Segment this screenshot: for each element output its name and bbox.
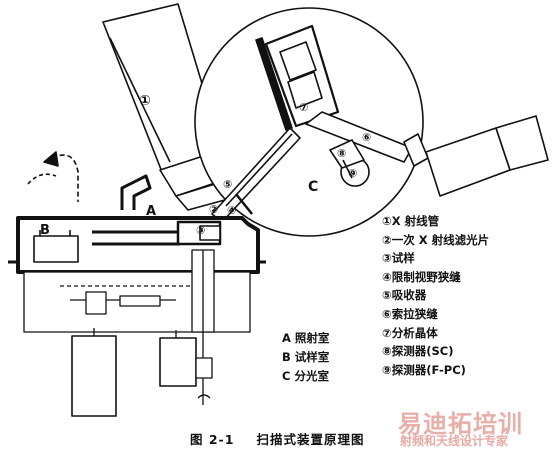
rotation-arrow <box>27 151 79 202</box>
legend-item: ⑤吸收器 <box>382 288 427 303</box>
label-soller: ⑥ <box>362 131 372 144</box>
fpc-detector <box>329 139 370 187</box>
chamber-legend: A 照射室 B 试样室 C 分光室 <box>282 329 329 386</box>
label-room-c: C <box>308 179 319 195</box>
label-room-b: B <box>40 223 50 238</box>
figure-caption: 图 2-1 扫描式装置原理图 <box>190 429 386 448</box>
label-sample: ③ <box>196 224 206 237</box>
figure-title: 扫描式装置原理图 <box>256 432 365 447</box>
legend-item: ③试样 <box>382 251 415 266</box>
label-tube: ① <box>139 93 151 109</box>
watermark-tagline: 射频和天线设计专家 <box>400 434 509 448</box>
irradiation-chamber <box>120 174 253 215</box>
legend-item: ⑨探测器(F-PC) <box>382 362 466 377</box>
label-det-fpc: ⑨ <box>348 167 358 180</box>
label-room-a: A <box>146 204 157 219</box>
legend-item: ⑧探测器(SC) <box>382 344 454 359</box>
chamber-item: B 试样室 <box>282 350 330 364</box>
legend-item: ⑥索拉狭缝 <box>382 306 438 321</box>
label-crystal: ⑦ <box>299 101 309 114</box>
label-filter: ② <box>209 203 219 216</box>
analyzing-crystal <box>255 24 340 131</box>
component-legend: ①X 射线管 ②一次 X 射线滤光片 ③试样 ④限制视野狭缝 ⑤吸收器 ⑥索拉狭… <box>382 212 489 379</box>
sc-detector-arm <box>305 111 549 197</box>
legend-item: ①X 射线管 <box>382 214 440 228</box>
label-slit: ④ <box>227 204 237 217</box>
legend-item: ⑦分析晶体 <box>382 325 438 340</box>
legend-item: ④限制视野狭缝 <box>382 269 461 284</box>
label-det-sc: ⑧ <box>337 147 347 160</box>
chamber-item: A 照射室 <box>282 331 330 345</box>
legend-item: ②一次 X 射线滤光片 <box>382 232 490 247</box>
chamber-item: C 分光室 <box>282 369 329 383</box>
label-absorber: ⑤ <box>223 178 233 191</box>
drive-mechanism <box>23 249 251 417</box>
watermark-logo: 易迪拓培训 <box>398 410 523 438</box>
figure-number: 图 2-1 <box>190 432 235 447</box>
